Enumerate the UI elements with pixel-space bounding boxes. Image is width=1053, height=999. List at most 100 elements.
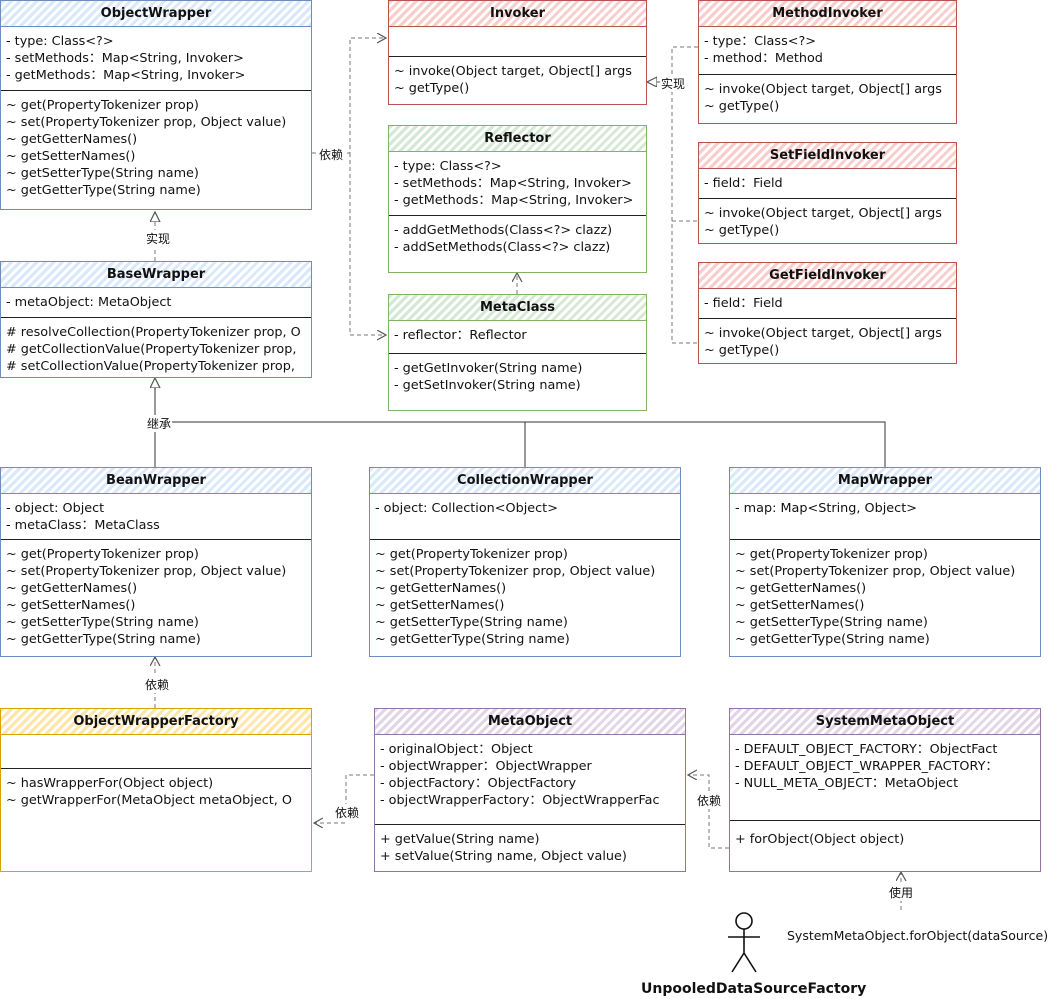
member-line: ~ getSetterNames() xyxy=(6,598,136,613)
member-line: - DEFAULT_OBJECT_FACTORY：ObjectFact xyxy=(735,742,998,757)
member-line: - objectFactory：ObjectFactory xyxy=(380,776,577,791)
field-list: - object: Collection<Object> xyxy=(370,494,680,540)
member-line: - method：Method xyxy=(704,51,823,66)
class-name: SetFieldInvoker xyxy=(699,143,956,169)
member-line: ~ get(PropertyTokenizer prop) xyxy=(6,98,199,113)
member-line: - getGetInvoker(String name) xyxy=(394,361,583,376)
member-line: ~ getWrapperFor(MetaObject metaObject, O xyxy=(6,793,292,808)
class-name: ObjectWrapper xyxy=(1,1,311,27)
field-list: - metaObject: MetaObject xyxy=(1,288,311,318)
class-base-wrapper: BaseWrapper - metaObject: MetaObject # r… xyxy=(0,261,312,378)
method-list: + getValue(String name)+ setValue(String… xyxy=(375,825,685,869)
class-name: Invoker xyxy=(389,1,646,27)
edge-metaobject-factory xyxy=(314,774,374,823)
member-line: # resolveCollection(PropertyTokenizer pr… xyxy=(6,325,301,340)
member-line: ~ getSetterType(String name) xyxy=(6,166,199,181)
member-line: - setMethods：Map<String, Invoker> xyxy=(394,176,632,191)
member-line: # setCollectionValue(PropertyTokenizer p… xyxy=(6,359,295,374)
class-name: ObjectWrapperFactory xyxy=(1,709,311,735)
class-object-wrapper: ObjectWrapper - type: Class<?>- setMetho… xyxy=(0,0,312,210)
field-list: - object: Object- metaClass：MetaClass xyxy=(1,494,311,540)
class-method-invoker: MethodInvoker - type：Class<?> - method：Me… xyxy=(698,0,957,124)
member-line: ~ getGetterNames() xyxy=(6,581,138,596)
class-collection-wrapper: CollectionWrapper - object: Collection<O… xyxy=(369,467,681,657)
member-line: - type: Class<?> xyxy=(6,34,114,49)
class-name: MetaClass xyxy=(389,295,646,321)
member-line: ~ set(PropertyTokenizer prop, Object val… xyxy=(735,564,1016,579)
member-line: - metaObject: MetaObject xyxy=(6,295,172,310)
edge-systemmeta-metaobject xyxy=(688,775,729,849)
member-line: ~ getSetterNames() xyxy=(735,598,865,613)
member-line: + forObject(Object object) xyxy=(735,832,905,847)
member-line: - object: Object xyxy=(6,501,105,516)
field-list: - type: Class<?>- setMethods：Map<String,… xyxy=(389,152,646,216)
class-bean-wrapper: BeanWrapper - object: Object- metaClass：… xyxy=(0,467,312,657)
edge-label-depends-reflect: 依赖 xyxy=(318,146,345,163)
edge-label-depends-factory-bean: 依赖 xyxy=(144,676,171,693)
class-invoker: Invoker ~ invoke(Object target, Object[]… xyxy=(388,0,647,105)
edge-label-depends-meta-factory: 依赖 xyxy=(334,804,361,821)
class-name: MethodInvoker xyxy=(699,1,956,27)
field-list xyxy=(1,735,311,769)
member-line: ~ get(PropertyTokenizer prop) xyxy=(375,547,568,562)
method-list: ~ invoke(Object target, Object[] args~ g… xyxy=(389,57,646,101)
member-line: ~ invoke(Object target, Object[] args xyxy=(704,82,942,97)
call-note: SystemMetaObject.forObject(dataSource) xyxy=(787,928,1049,943)
member-line: ~ getType() xyxy=(704,223,780,238)
member-line: ~ getGetterType(String name) xyxy=(6,632,201,647)
member-line: ~ getSetterType(String name) xyxy=(375,615,568,630)
method-list: - getGetInvoker(String name) - getSetInvo… xyxy=(389,354,646,398)
field-list: - map: Map<String, Object> xyxy=(730,494,1040,540)
member-line: ~ getSetterType(String name) xyxy=(735,615,928,630)
class-name: BeanWrapper xyxy=(1,468,311,494)
field-list: - DEFAULT_OBJECT_FACTORY：ObjectFact - DEF… xyxy=(730,735,1040,821)
edge-label-inherit: 继承 xyxy=(146,415,173,432)
class-name: BaseWrapper xyxy=(1,262,311,288)
class-name: MetaObject xyxy=(375,709,685,735)
member-line: ~ set(PropertyTokenizer prop, Object val… xyxy=(375,564,656,579)
member-line: - getSetInvoker(String name) xyxy=(394,378,581,393)
actor-figure xyxy=(728,912,760,973)
member-line: ~ getGetterType(String name) xyxy=(735,632,930,647)
member-line: ~ getGetterNames() xyxy=(735,581,867,596)
member-line: ~ get(PropertyTokenizer prop) xyxy=(6,547,199,562)
method-list: ~ invoke(Object target, Object[] args ~ g… xyxy=(699,75,956,119)
field-list: - field：Field xyxy=(699,169,956,199)
class-name: GetFieldInvoker xyxy=(699,263,956,289)
field-list: - reflector：Reflector xyxy=(389,321,646,354)
member-line: ~ get(PropertyTokenizer prop) xyxy=(735,547,928,562)
member-line: - DEFAULT_OBJECT_WRAPPER_FACTORY： xyxy=(735,759,999,774)
member-line: - map: Map<String, Object> xyxy=(735,501,917,516)
member-line: - getMethods：Map<String, Invoker> xyxy=(394,193,634,208)
member-line: - getMethods：Map<String, Invoker> xyxy=(6,68,246,83)
member-line: ~ getType() xyxy=(704,99,780,114)
class-name: Reflector xyxy=(389,126,646,152)
member-line: ~ set(PropertyTokenizer prop, Object val… xyxy=(6,564,287,579)
edge-label-uses: 使用 xyxy=(888,884,915,901)
member-line: - field：Field xyxy=(704,176,783,191)
edge-label-implements-base: 实现 xyxy=(145,230,172,247)
edge-wrappers-inherit-basewrapper xyxy=(154,378,886,467)
method-list: # resolveCollection(PropertyTokenizer pr… xyxy=(1,318,311,379)
member-line: ~ getSetterNames() xyxy=(375,598,505,613)
field-list: - type：Class<?> - method：Method xyxy=(699,27,956,75)
member-line: ~ getSetterNames() xyxy=(6,149,136,164)
method-list: - addGetMethods(Class<?> clazz)- addSetM… xyxy=(389,216,646,260)
method-list: + forObject(Object object) xyxy=(730,821,1040,852)
member-line: - objectWrapperFactory：ObjectWrapperFac xyxy=(380,793,660,808)
member-line: - originalObject：Object xyxy=(380,742,533,757)
member-line: - objectWrapper：ObjectWrapper xyxy=(380,759,592,774)
member-line: - type：Class<?> xyxy=(704,34,816,49)
class-meta-object: MetaObject - originalObject：Object - obje… xyxy=(374,708,686,872)
class-reflector: Reflector - type: Class<?>- setMethods：M… xyxy=(388,125,647,273)
class-system-meta-object: SystemMetaObject - DEFAULT_OBJECT_FACTOR… xyxy=(729,708,1041,872)
member-line: ~ getGetterType(String name) xyxy=(6,183,201,198)
member-line: ~ getType() xyxy=(704,343,780,358)
class-map-wrapper: MapWrapper - map: Map<String, Object> ~ … xyxy=(729,467,1041,657)
method-list: ~ get(PropertyTokenizer prop)~ set(Prope… xyxy=(1,91,311,203)
actor-name: UnpooledDataSourceFactory xyxy=(641,981,867,997)
class-name: CollectionWrapper xyxy=(370,468,680,494)
method-list: ~ get(PropertyTokenizer prop) ~ set(Prope… xyxy=(1,540,311,652)
class-name: SystemMetaObject xyxy=(730,709,1040,735)
member-line: + setValue(String name, Object value) xyxy=(380,849,627,864)
